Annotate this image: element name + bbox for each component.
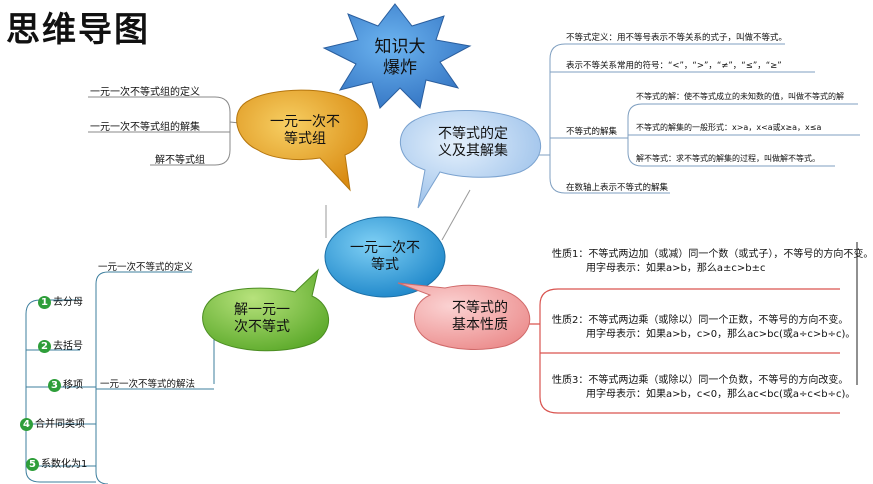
- burst-text: 知识大 爆炸: [374, 37, 426, 78]
- step-label: 移项: [63, 380, 83, 391]
- properties-text: 不等式的 基本性质: [452, 300, 508, 333]
- step-number-badge: 3: [48, 379, 61, 392]
- property-1: 性质1：不等式两边加（或减）同一个数（或式子），不等号的方向不变。 用字母表示：…: [552, 248, 873, 276]
- property-2-statement: 性质2：不等式两边乘（或除以）同一个正数，不等号的方向不变。: [552, 315, 849, 326]
- property-3-formula: 用字母表示：如果a>b，c<0，那么ac<bc(或a÷c<b÷c)。: [586, 389, 856, 400]
- step-number-badge: 5: [26, 458, 39, 471]
- center-text: 一元一次不 等式: [350, 240, 420, 273]
- solve-bubble: [202, 268, 330, 352]
- solve-text: 解一元一 次不等式: [234, 302, 290, 335]
- burst-shape: [322, 3, 472, 110]
- definition-numberline: 在数轴上表示不等式的解集: [566, 183, 669, 193]
- system-bubble: [236, 89, 368, 192]
- property-1-formula: 用字母表示：如果a>b，那么a±c>b±c: [586, 263, 766, 274]
- solve-definition: 一元一次不等式的定义: [98, 262, 194, 273]
- center-connectors: [325, 189, 471, 241]
- system-text: 一元一次不 等式组: [270, 114, 340, 147]
- solve-method: 一元一次不等式的解法: [100, 379, 196, 390]
- step-number-badge: 1: [38, 296, 51, 309]
- definition-sub-1: 不等式的解：使不等式成立的未知数的值，叫做不等式的解: [636, 92, 844, 101]
- property-2-formula: 用字母表示：如果a>b，c>0，那么ac>bc(或a÷c>b÷c)。: [586, 329, 856, 340]
- property-3: 性质3：不等式两边乘（或除以）同一个负数，不等号的方向改变。 用字母表示：如果a…: [552, 374, 855, 402]
- step-number-badge: 4: [20, 418, 33, 431]
- center-bubble: [324, 216, 446, 298]
- step-number-badge: 2: [38, 340, 51, 353]
- definition-def: 不等式定义：用不等号表示不等关系的式子，叫做不等式。: [566, 33, 788, 43]
- step-label: 去分母: [53, 297, 83, 308]
- step-label: 合并同类项: [35, 419, 85, 430]
- step-label: 去括号: [53, 341, 83, 352]
- definition-solution-set: 不等式的解集: [566, 127, 618, 137]
- step-label: 系数化为1: [41, 459, 88, 470]
- system-branch-solve: 解不等式组: [155, 155, 205, 166]
- definition-bubble: [399, 109, 542, 209]
- definition-sub-3: 解不等式：求不等式的解集的过程，叫做解不等式。: [636, 154, 820, 163]
- system-branch-definition: 一元一次不等式组的定义: [90, 87, 200, 98]
- system-branch-solution-set: 一元一次不等式组的解集: [90, 122, 200, 133]
- property-1-statement: 性质1：不等式两边加（或减）同一个数（或式子），不等号的方向不变。: [552, 249, 873, 260]
- property-3-statement: 性质3：不等式两边乘（或除以）同一个负数，不等号的方向改变。: [552, 375, 849, 386]
- property-2: 性质2：不等式两边乘（或除以）同一个正数，不等号的方向不变。 用字母表示：如果a…: [552, 314, 855, 342]
- definition-text: 不等式的定 义及其解集: [438, 126, 508, 159]
- properties-bubble: [397, 282, 531, 350]
- definition-symbols: 表示不等关系常用的符号：“<”，“>”，“≠”，“≤”，“≥”: [566, 61, 782, 71]
- page-title: 思维导图: [6, 10, 150, 50]
- definition-sub-2: 不等式的解集的一般形式：x>a，x<a或x≥a，x≤a: [636, 123, 822, 132]
